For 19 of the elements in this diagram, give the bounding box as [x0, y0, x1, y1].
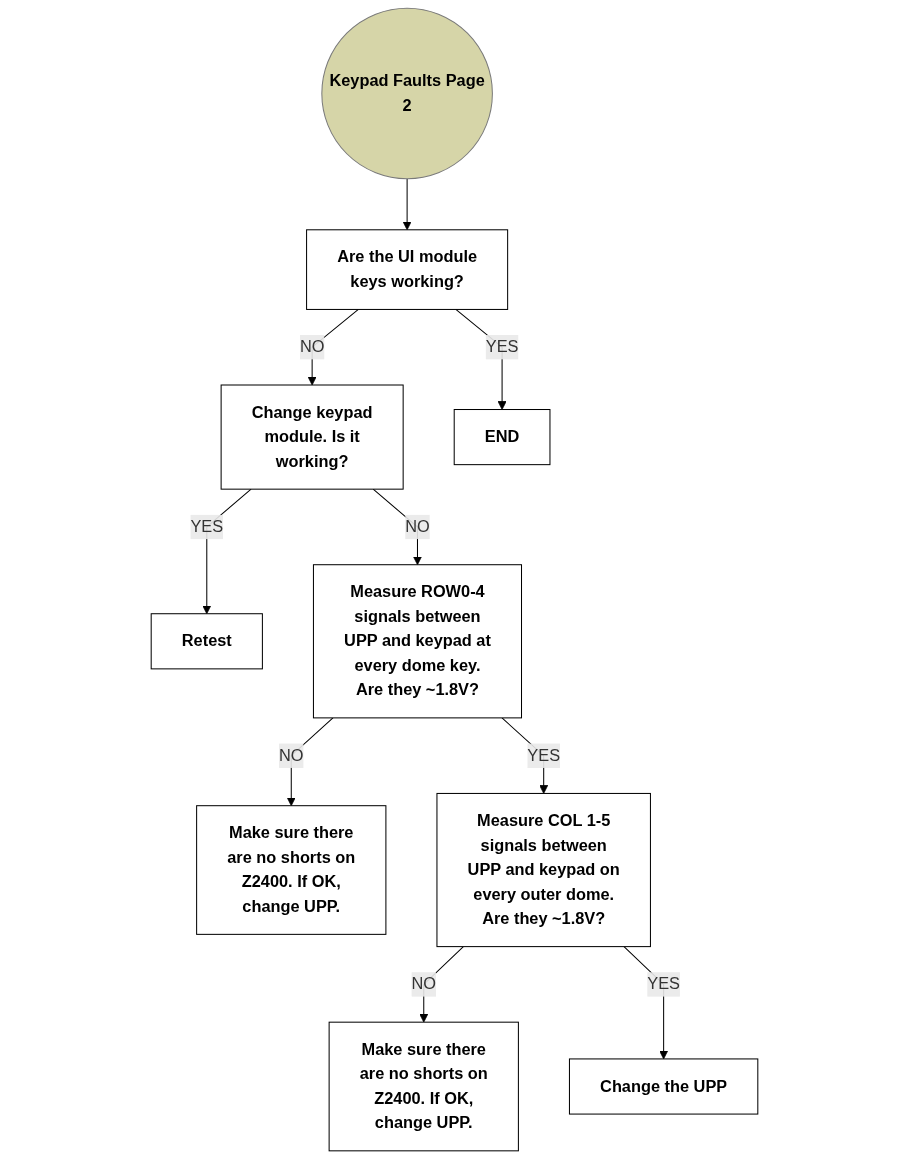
node-box: Retest: [150, 613, 263, 670]
node-box: Make sure there are no shorts on Z2400. If OK, change UPP.: [196, 805, 387, 935]
node-box: Change the UPP: [568, 1058, 759, 1115]
edge-label: YES: [647, 975, 680, 993]
edge-label: YES: [485, 338, 519, 356]
edge-label: YES: [190, 517, 224, 536]
node-box: Are the UI module keys working?: [306, 229, 509, 310]
edge-label: NO: [279, 746, 304, 764]
node-box: END: [453, 409, 551, 466]
node-box: Make sure there are no shorts on Z2400. If OK, change UPP.: [328, 1021, 519, 1152]
node-box: Change keypad module. Is it working?: [220, 384, 404, 490]
edge-label: NO: [299, 338, 325, 356]
node-box: Measure COL 1-5 signals between UPP and keypad on every outer dome. Are they ~1.8V?: [436, 792, 651, 948]
edge-label: YES: [527, 746, 561, 764]
node-circle: Keypad Faults Page 2: [321, 7, 493, 180]
node-box: Measure ROW0-4 signals between UPP and keypad at every dome key. Are they ~1.8V?: [312, 564, 522, 719]
arrow: [402, 178, 412, 231]
edge-label: NO: [411, 975, 437, 993]
edge-label: NO: [405, 517, 430, 536]
